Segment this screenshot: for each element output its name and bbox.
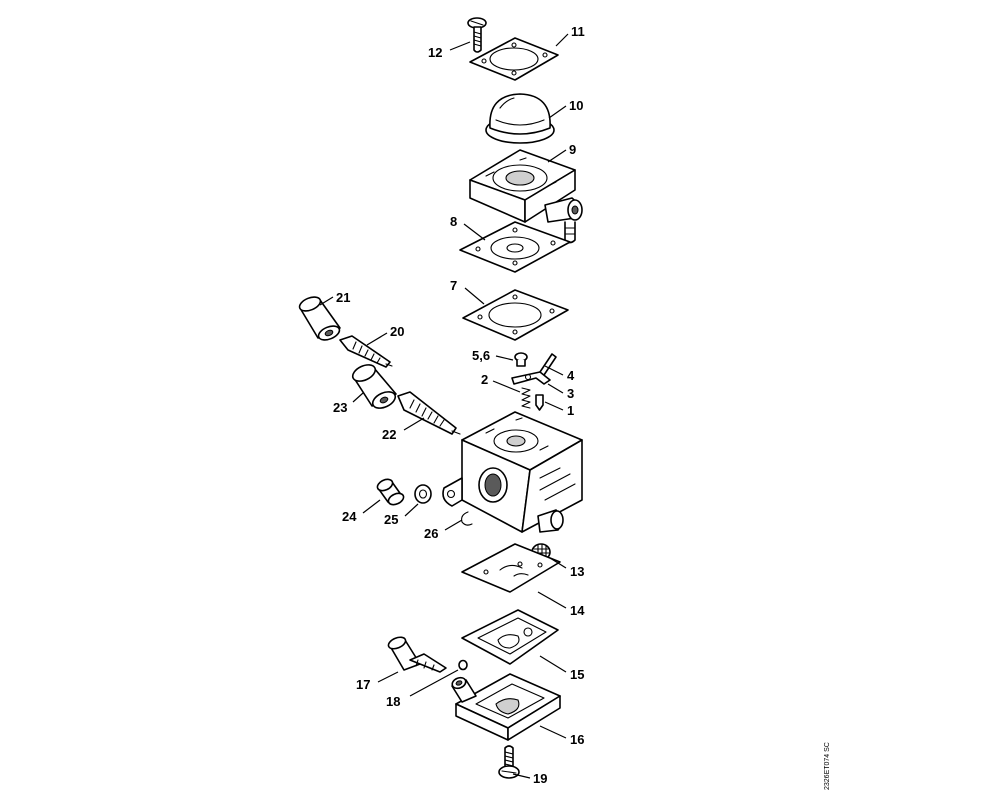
part-26-clip <box>461 511 473 526</box>
leader-8 <box>463 223 486 241</box>
leader-23 <box>352 392 364 403</box>
leader-3 <box>547 383 564 394</box>
leader-10 <box>548 105 567 119</box>
leader-1 <box>544 401 564 411</box>
callout-10: 10 <box>569 98 583 113</box>
callout-7: 7 <box>450 278 457 293</box>
callout-14: 14 <box>570 603 585 618</box>
leader-16 <box>539 725 567 739</box>
callout-5-6: 5,6 <box>472 348 490 363</box>
part-23-cap <box>351 364 397 409</box>
carburetor-body <box>442 411 583 533</box>
leader-24 <box>362 499 381 514</box>
callout-19: 19 <box>533 771 547 786</box>
callout-22: 22 <box>382 427 396 442</box>
part-7-gasket <box>462 289 569 341</box>
leader-19 <box>512 773 531 779</box>
callout-21: 21 <box>336 290 350 305</box>
part-15-gasket <box>461 609 559 665</box>
leader-15 <box>539 655 567 673</box>
callout-12: 12 <box>428 45 442 60</box>
callout-11: 11 <box>571 24 585 39</box>
callout-4: 4 <box>567 368 575 383</box>
part-22-adjusting-screw <box>397 391 461 435</box>
callout-20: 20 <box>390 324 404 339</box>
part-17-plug-screw <box>387 636 447 673</box>
leader-26 <box>444 519 463 531</box>
leader-12 <box>449 41 471 51</box>
callout-15: 15 <box>570 667 584 682</box>
callout-labels: 11 12 10 9 8 7 21 20 5,6 4 2 3 1 23 22 2… <box>333 24 585 786</box>
part-12-screw <box>467 17 487 53</box>
leader-14 <box>537 591 567 609</box>
callout-17: 17 <box>356 677 370 692</box>
callout-25: 25 <box>384 512 398 527</box>
leader-11 <box>555 33 569 47</box>
leader-13 <box>549 557 567 569</box>
callout-3: 3 <box>567 386 574 401</box>
part-20-adjusting-screw <box>339 335 393 368</box>
leader-21 <box>319 296 334 306</box>
leader-17 <box>377 671 399 683</box>
callout-8: 8 <box>450 214 457 229</box>
part-14-metering-diaphragm <box>461 543 561 593</box>
part-5-6-screw <box>514 352 528 367</box>
callout-1: 1 <box>567 403 574 418</box>
leader-9 <box>547 149 567 163</box>
leader-lines <box>319 33 569 779</box>
part-21-cap <box>298 296 341 341</box>
leader-20 <box>366 332 388 346</box>
callout-23: 23 <box>333 400 347 415</box>
part-1-inlet-needle <box>535 394 544 411</box>
leader-18 <box>409 669 459 697</box>
leader-56 <box>495 355 514 361</box>
callout-2: 2 <box>481 372 488 387</box>
callout-26: 26 <box>424 526 438 541</box>
leader-7 <box>464 287 485 305</box>
callout-24: 24 <box>342 509 357 524</box>
leader-2 <box>492 380 521 393</box>
part-25-washer <box>414 484 432 504</box>
callout-18: 18 <box>386 694 400 709</box>
drawing-reference: 2326ET074 SC <box>824 742 831 790</box>
part-16-end-cover <box>451 673 561 741</box>
callout-13: 13 <box>570 564 584 579</box>
part-3-control-lever <box>511 371 551 385</box>
leader-22 <box>403 417 425 431</box>
callout-16: 16 <box>570 732 584 747</box>
part-11-gasket <box>469 37 559 81</box>
part-2-spring <box>521 387 531 409</box>
leader-25 <box>404 503 419 517</box>
part-8-pump-diaphragm <box>459 221 571 273</box>
part-24-fitting <box>376 478 405 506</box>
callout-9: 9 <box>569 142 576 157</box>
part-10-primer-bulb <box>485 93 555 144</box>
part-19-screw <box>498 745 520 779</box>
leader-4 <box>544 365 564 376</box>
part-18-ring <box>458 659 468 671</box>
